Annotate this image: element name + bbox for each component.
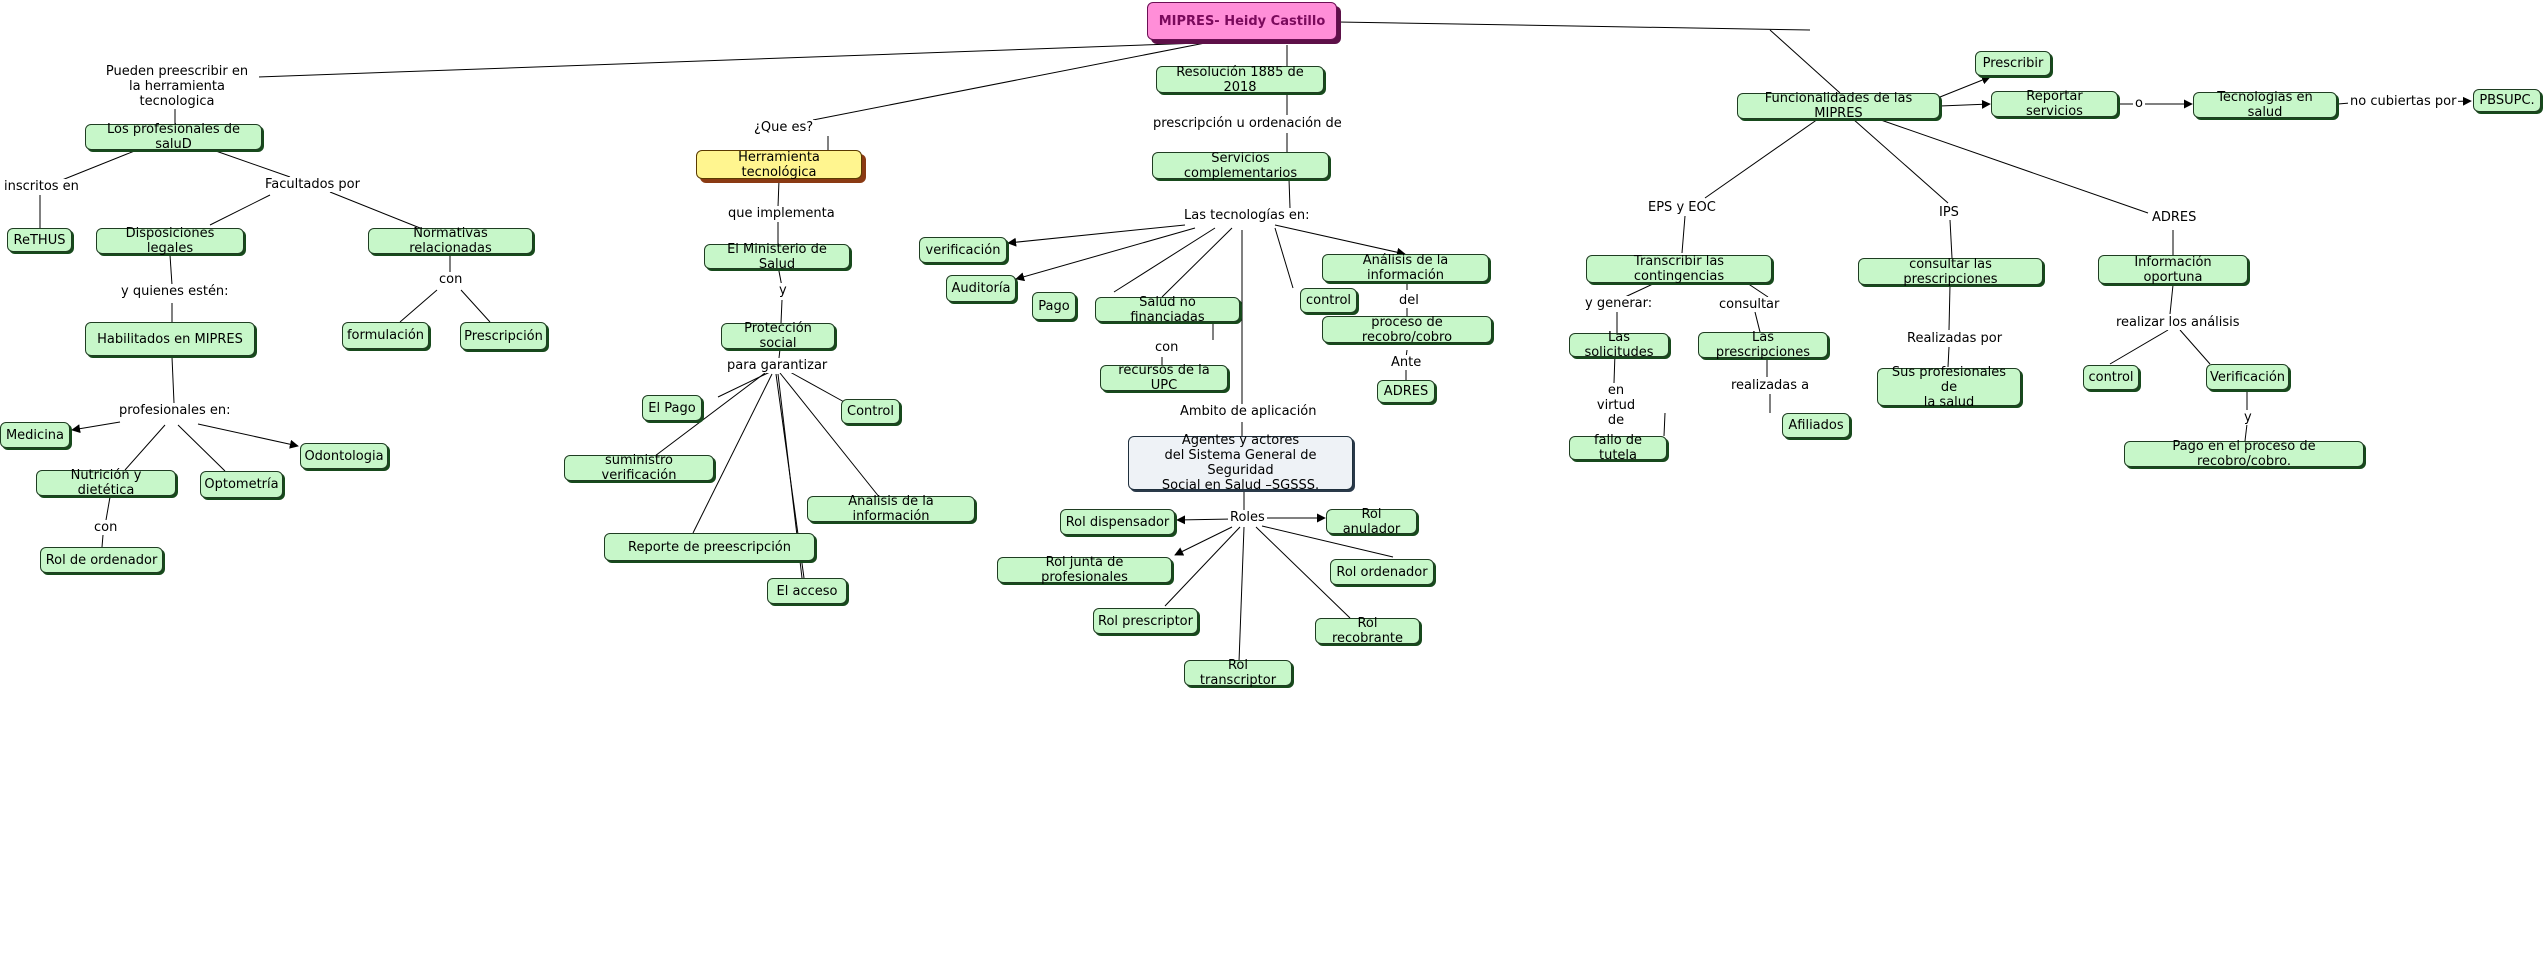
concept-suministro[interactable]: suministro verificación xyxy=(564,453,714,483)
concept-informacion-oportuna[interactable]: Información oportuna xyxy=(2098,255,2248,285)
concept-acceso[interactable]: El acceso xyxy=(767,578,847,604)
concept-proteccion[interactable]: Protección social xyxy=(721,321,835,351)
concept-salud-no-fin[interactable]: Salud no financiadas xyxy=(1095,295,1240,325)
concept-pago-mid[interactable]: Pago xyxy=(1032,292,1076,320)
link-label-y-quienes: y quienes estén: xyxy=(119,284,231,299)
concept-adres[interactable]: ADRES xyxy=(1377,380,1435,403)
concept-servicios[interactable]: Servicios complementarios xyxy=(1152,151,1329,181)
link-label-o: o xyxy=(2133,96,2145,111)
concept-pago-recobro[interactable]: Pago en el proceso de recobro/cobro. xyxy=(2124,439,2364,469)
link-label-eps: EPS y EOC xyxy=(1646,200,1718,215)
concept-reportar[interactable]: Reportar servicios xyxy=(1991,89,2118,119)
link-label-con-norm: con xyxy=(437,272,465,287)
concept-habilitados[interactable]: Habilitados en MIPRES xyxy=(85,322,255,356)
link-label-pueden: Pueden preescribir en la herramienta tec… xyxy=(95,64,259,109)
concept-proceso-recobro[interactable]: proceso de recobro/cobro xyxy=(1322,315,1492,345)
concept-rol-recobrante[interactable]: Rol recobrante xyxy=(1315,616,1420,646)
concept-verificacion-mid[interactable]: verificación xyxy=(919,237,1007,263)
link-label-ambito: Ambito de aplicación xyxy=(1178,404,1319,419)
link-label-con-nutri: con xyxy=(92,520,120,535)
concept-herramienta[interactable]: Herramienta tecnológica xyxy=(696,150,862,180)
concept-optometria[interactable]: Optometría xyxy=(200,471,283,498)
link-label-prescripcion-u: prescripción u ordenación de xyxy=(1151,116,1344,131)
concept-ministerio[interactable]: El Ministerio de Salud xyxy=(704,242,850,272)
concept-rol-anulador[interactable]: Rol anulador xyxy=(1326,507,1417,537)
concept-analisis-mid[interactable]: Análisis de la información xyxy=(1322,253,1489,283)
link-label-no-cubiertas: no cubiertas por xyxy=(2348,94,2459,109)
concept-reporte[interactable]: Reporte de preescripción xyxy=(604,533,815,561)
link-label-realizar-analisis: realizar los análisis xyxy=(2114,315,2242,330)
concept-normativas[interactable]: Normativas relacionadas xyxy=(368,226,533,256)
concept-recursos-upc[interactable]: recursos de la UPC xyxy=(1100,363,1228,393)
concept-verificacion-right[interactable]: Verificación xyxy=(2206,364,2289,390)
link-label-facultados: Facultados por xyxy=(263,177,362,192)
concept-el-pago[interactable]: El Pago xyxy=(642,395,702,421)
link-label-con-salud: con xyxy=(1153,340,1181,355)
link-label-consultar: consultar xyxy=(1717,297,1782,312)
concept-prescripcion[interactable]: Prescripción xyxy=(460,322,547,350)
concept-control-right[interactable]: control xyxy=(2083,365,2139,390)
concept-profesionales[interactable]: Los profesionales de saluD xyxy=(85,122,262,152)
concept-formulacion[interactable]: formulación xyxy=(342,322,429,349)
concept-tecnologias-salud[interactable]: Tecnologias en salud xyxy=(2193,90,2337,120)
concept-prescribir[interactable]: Prescribir xyxy=(1975,51,2051,76)
concept-rol-ordenador-left[interactable]: Rol de ordenador xyxy=(40,547,163,573)
link-label-inscritos: inscritos en xyxy=(2,179,81,194)
concept-nutricion[interactable]: Nutrición y dietética xyxy=(36,468,176,498)
link-label-y-right: y xyxy=(2242,410,2254,425)
concept-sus-profesionales[interactable]: Sus profesionales de la salud xyxy=(1877,365,2021,410)
link-label-que-es: ¿Que es? xyxy=(752,120,816,135)
link-label-del: del xyxy=(1397,293,1421,308)
concept-medicina[interactable]: Medicina xyxy=(0,422,70,448)
concept-control-mid[interactable]: control xyxy=(1300,288,1357,313)
concept-las-prescripciones[interactable]: Las prescripciones xyxy=(1698,330,1828,360)
concept-transcribir[interactable]: Transcribir las contingencias xyxy=(1586,254,1772,284)
concept-agentes[interactable]: Agentes y actores del Sistema General de… xyxy=(1128,433,1353,493)
concept-resolucion[interactable]: Resolución 1885 de 2018 xyxy=(1156,65,1324,95)
concept-rethus[interactable]: ReTHUS xyxy=(7,228,72,252)
link-label-realizadas-por: Realizadas por xyxy=(1905,331,2005,346)
link-label-adres: ADRES xyxy=(2150,210,2199,225)
concept-auditoria[interactable]: Auditoría xyxy=(946,275,1016,302)
concept-rol-ordenador[interactable]: Rol ordenador xyxy=(1330,559,1434,585)
concept-rol-transcriptor[interactable]: Rol transcriptor xyxy=(1184,658,1292,688)
link-label-y-min: y xyxy=(777,283,789,298)
concept-odontologia[interactable]: Odontologia xyxy=(300,443,388,469)
link-label-y-generar: y generar: xyxy=(1583,296,1655,311)
concept-fallo[interactable]: fallo de tutela xyxy=(1569,433,1667,463)
link-label-que-implementa: que implementa xyxy=(726,206,837,221)
link-label-para-garantizar: para garantizar xyxy=(725,358,830,373)
concept-rol-prescriptor[interactable]: Rol prescriptor xyxy=(1093,608,1198,634)
link-label-ante: Ante xyxy=(1389,355,1424,370)
concept-consultar-presc[interactable]: consultar las prescripciones xyxy=(1858,257,2043,287)
link-label-profesionales-en: profesionales en: xyxy=(117,403,233,418)
link-label-ips: IPS xyxy=(1937,205,1961,220)
link-label-las-tecnologias: Las tecnologías en: xyxy=(1182,208,1312,223)
link-label-en-virtud: en virtud de xyxy=(1586,383,1646,428)
concept-disposiciones[interactable]: Disposiciones legales xyxy=(96,226,244,256)
concept-afiliados[interactable]: Afiliados xyxy=(1782,413,1850,438)
concept-solicitudes[interactable]: Las solicitudes xyxy=(1569,330,1669,360)
concept-funcionalidades[interactable]: Funcionalidades de las MIPRES xyxy=(1737,91,1940,121)
link-label-roles: Roles xyxy=(1228,510,1267,525)
concept-pbsupc[interactable]: PBSUPC. xyxy=(2473,89,2541,112)
concept-root[interactable]: MIPRES- Heidy Castillo xyxy=(1147,2,1337,40)
link-label-realizadas-a: realizadas a xyxy=(1729,378,1812,393)
concept-rol-dispensador[interactable]: Rol dispensador xyxy=(1060,509,1175,535)
concept-rol-junta[interactable]: Rol junta de profesionales xyxy=(997,555,1172,585)
concept-analisis-left[interactable]: Analisis de la información xyxy=(807,494,975,524)
concept-control-left[interactable]: Control xyxy=(841,399,900,424)
